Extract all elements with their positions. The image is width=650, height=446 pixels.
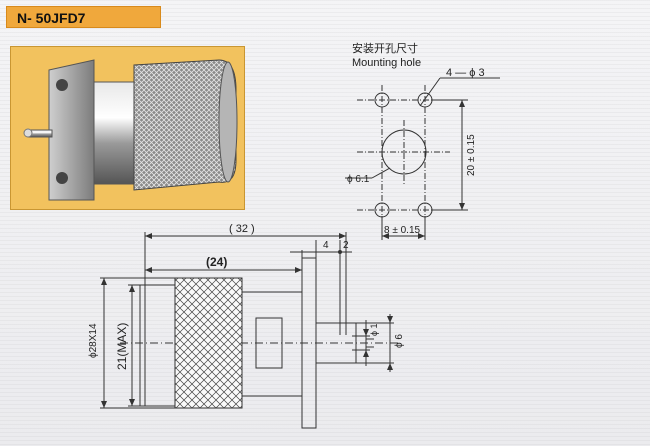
outer-diameter-label: ϕ28X14 [88, 323, 99, 358]
mounting-hole-title-en: Mounting hole [352, 57, 421, 69]
nut-height-label: 21(MAX) [115, 323, 129, 370]
mounting-hole-title-cn: 安装开孔尺寸 [352, 41, 418, 55]
side-view [100, 232, 398, 429]
center-hole [381, 129, 427, 175]
overall-length-label: ( 32 ) [229, 223, 255, 235]
connector-photo-illustration [23, 59, 238, 201]
mount-hole-top-left [374, 92, 390, 108]
body-length-label: (24) [206, 255, 227, 269]
horizontal-spacing-label: 8 ± 0.15 [384, 225, 421, 236]
insulator-dia-label: ϕ 6 [394, 334, 405, 348]
pin-gap-label: 2 [343, 240, 349, 251]
flange-thickness-label: 4 [323, 240, 329, 251]
center-dia-label: ϕ 6.1 [347, 174, 370, 185]
pin-dia-label: ϕ 1 [369, 323, 379, 336]
product-photo [10, 46, 245, 210]
vertical-spacing-label: 20 ± 0.15 [466, 134, 477, 176]
mounting-hole-view [345, 77, 500, 240]
model-title: N- 50JFD7 [6, 6, 161, 28]
hole-spec-label: 4 — ϕ 3 [446, 67, 485, 79]
